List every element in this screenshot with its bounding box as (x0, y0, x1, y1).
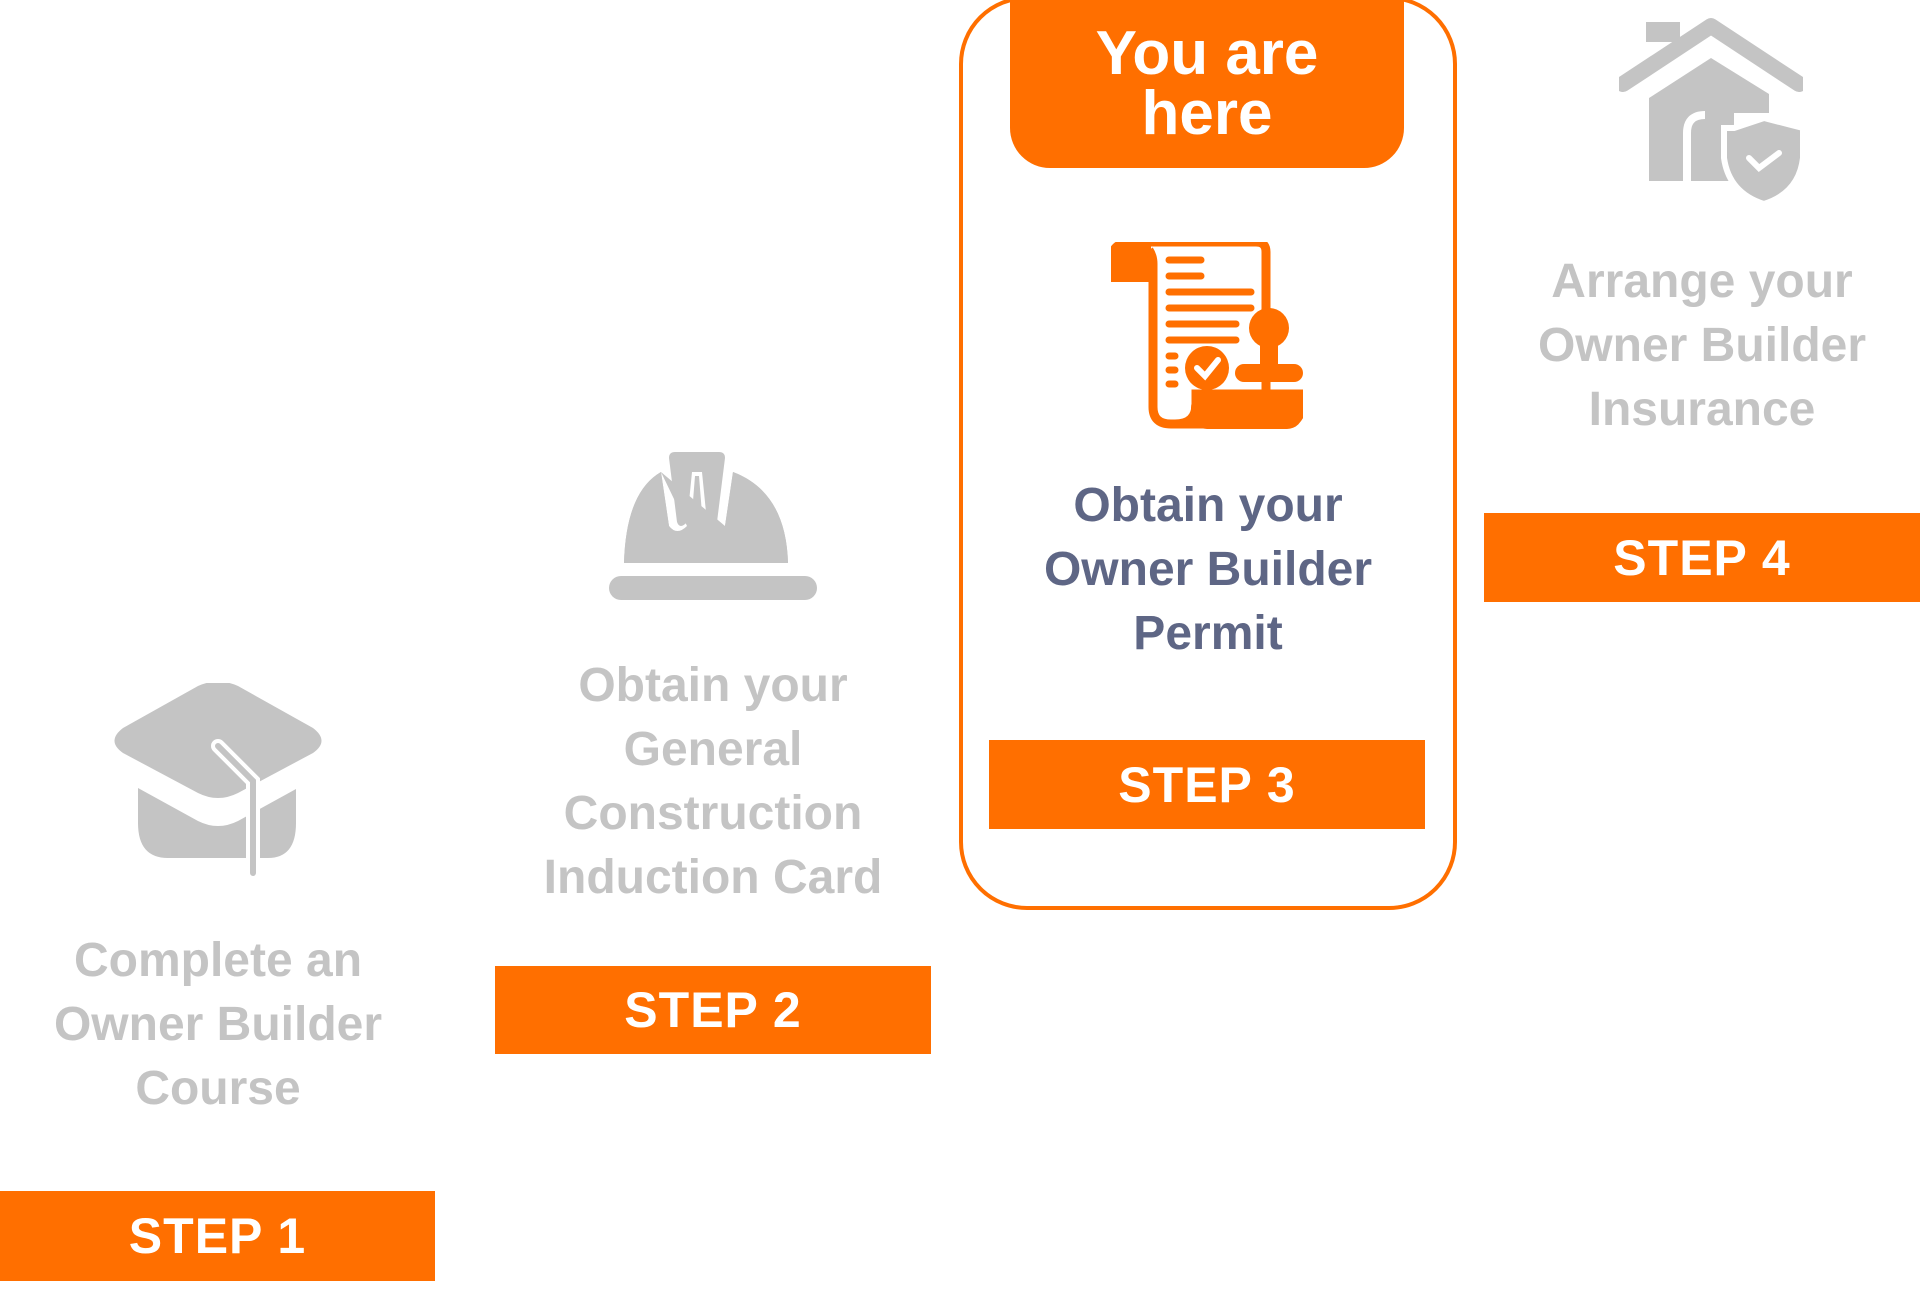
step-title-line: Owner Builder (1043, 543, 1373, 596)
step-1-label: STEP 1 (0, 1191, 435, 1281)
step-2-label: STEP 2 (495, 966, 931, 1054)
house-shield-icon (1619, 18, 1803, 204)
permit-document-stamp-icon (1111, 242, 1303, 429)
hard-hat-icon (609, 452, 817, 600)
you-are-here-badge: You are here (1010, 0, 1404, 168)
step-title-line: Permit (1133, 607, 1283, 660)
step-title-line: Obtain your (578, 659, 848, 712)
step-title-line: Owner Builder (1537, 319, 1867, 372)
step-3-label: STEP 3 (989, 740, 1425, 829)
current-step-highlight-frame (959, 0, 1457, 910)
graduation-cap-icon (114, 683, 322, 879)
step-title-line: Induction Card (543, 851, 883, 904)
you-are-here-line: here (1141, 79, 1273, 148)
step-title-line: Construction (563, 787, 863, 840)
step-title-line: Course (135, 1062, 301, 1115)
step-title-line: Arrange your (1551, 255, 1853, 308)
you-are-here-line: You are (1095, 19, 1319, 88)
step-title-line: Insurance (1588, 383, 1816, 436)
step-title-line: Complete an (73, 934, 363, 987)
step-4-label: STEP 4 (1484, 513, 1920, 602)
step-title-line: General (623, 723, 803, 776)
step-title-line: Owner Builder (53, 998, 383, 1051)
step-title-line: Obtain your (1073, 479, 1343, 532)
